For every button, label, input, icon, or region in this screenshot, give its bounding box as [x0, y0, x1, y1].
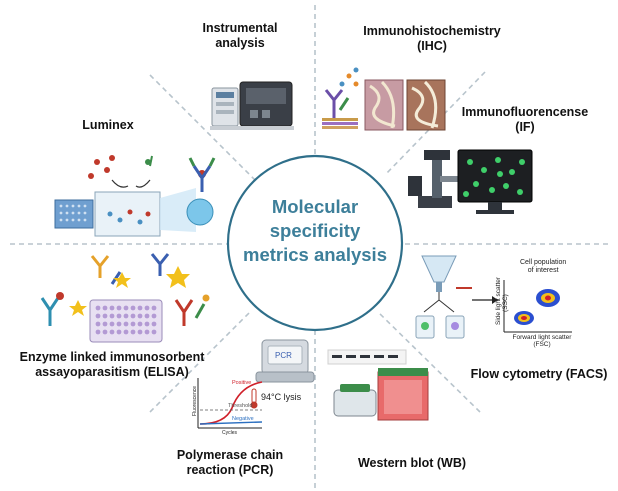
pcr-y-label: Fluorescence: [192, 385, 199, 417]
label-pcr: Polymerase chain reaction (PCR): [176, 448, 284, 477]
divider-top-left: [149, 74, 256, 181]
facs-x-label: Forward light scatter (FSC): [512, 334, 572, 348]
center-title-line-2: specificity: [269, 220, 361, 241]
divider-bottom-left: [149, 311, 251, 413]
label-ihc: Immunohistochemistry (IHC): [363, 24, 501, 53]
divider-lines: [10, 5, 612, 488]
center-title: Molecular specificity metrics analysis: [230, 195, 400, 267]
label-instrumental-analysis: Instrumental analysis: [202, 21, 278, 50]
label-wb: Western blot (WB): [357, 456, 467, 470]
facs-y-label: Side light scatter (SSC): [495, 276, 509, 325]
pcr-device-label: PCR: [275, 351, 292, 360]
pcr-negative-label: Negative: [232, 416, 254, 422]
pcr-illustration: [197, 339, 315, 429]
center-title-line-3: metrics analysis: [243, 244, 387, 265]
facs-illustration: [415, 255, 572, 339]
luminex-illustration: [54, 155, 216, 237]
divider-bottom-right: [377, 311, 481, 413]
center-circle: [226, 154, 404, 332]
pcr-threshold-label: Threshold: [228, 403, 253, 409]
center-title-line-1: Molecular: [271, 196, 359, 217]
pcr-x-label: Cycles: [222, 430, 238, 436]
pcr-positive-label: Positive: [232, 380, 252, 386]
facs-annotation: Cell population of interest: [520, 259, 567, 274]
label-luminex: Luminex: [82, 118, 134, 132]
label-facs: Flow cytometry (FACS): [470, 367, 608, 381]
label-if: Immunofluorencense (IF): [461, 105, 589, 134]
wb-illustration: [327, 349, 429, 421]
instrument-illustration: [210, 81, 294, 130]
pcr-lysis-label: 94°C lysis: [261, 392, 302, 402]
label-elisa: Enzyme linked immunosorbent assayoparasi…: [19, 350, 205, 379]
divider-top-right: [384, 71, 486, 176]
ihc-illustration: [322, 67, 446, 131]
elisa-illustration: [40, 253, 210, 343]
if-illustration: [408, 149, 533, 214]
